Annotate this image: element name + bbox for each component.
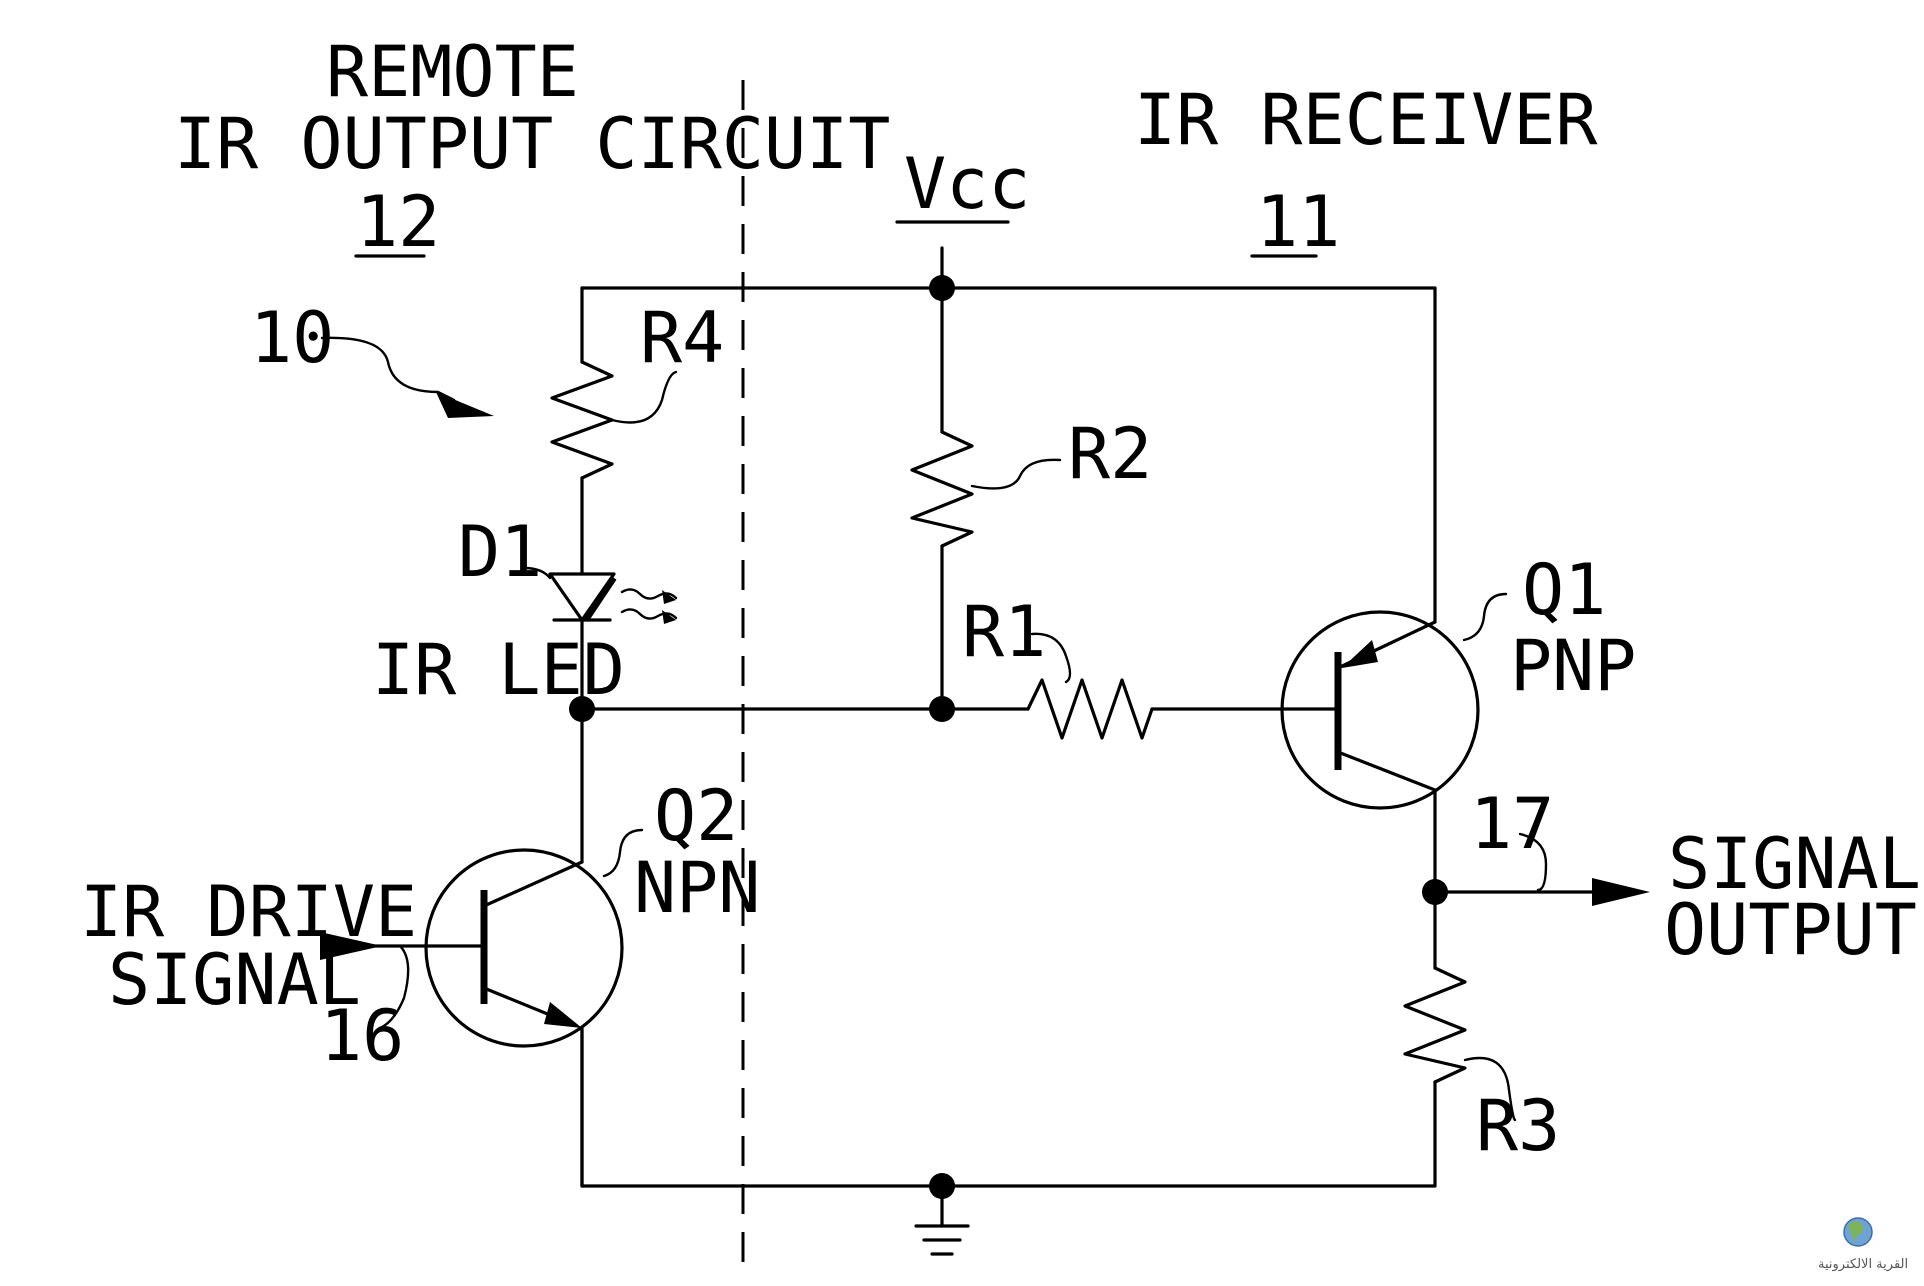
- ir-emission-arrowhead-2: [662, 610, 676, 624]
- vcc-label: Vcc: [904, 143, 1030, 225]
- r1-leader: [1030, 632, 1072, 684]
- r3-resistor: [1403, 966, 1467, 1084]
- q1-collector-lead: [1336, 750, 1437, 792]
- remote-ref-number: 12: [356, 181, 440, 263]
- ref-17-leader: [1518, 832, 1548, 892]
- signal-output-label-line1: SIGNAL: [1668, 823, 1921, 905]
- r1-resistor: [1026, 678, 1154, 740]
- q2-leader: [602, 828, 644, 878]
- ref-10-label: 10: [250, 297, 334, 379]
- ref-16-label: 16: [320, 995, 404, 1077]
- junction-dot-led: [569, 696, 595, 722]
- watermark-logo: القرية الالكترونية: [1818, 1217, 1908, 1272]
- q1-label: Q1: [1522, 549, 1606, 631]
- d1-label: D1: [458, 511, 542, 593]
- d1-leader: [522, 566, 552, 580]
- ir-drive-label-line1: IR DRIVE: [80, 871, 417, 953]
- receiver-ref-number: 11: [1256, 181, 1340, 263]
- r3-leader: [1463, 1056, 1517, 1122]
- q2-transistor-circle: [424, 848, 624, 1048]
- q1-emitter-arrowhead: [1342, 640, 1378, 668]
- q2-collector-lead: [482, 860, 584, 908]
- top-rail-wire: [580, 286, 1437, 624]
- r2-label: R2: [1068, 413, 1152, 495]
- watermark-text: القرية الالكترونية: [1818, 1257, 1908, 1272]
- r4-label: R4: [640, 297, 724, 379]
- junction-dot-r2: [929, 696, 955, 722]
- ir-emission-arrow-2: [620, 608, 678, 620]
- r1-label: R1: [962, 591, 1046, 673]
- ir-drive-label-line2: SIGNAL: [108, 939, 361, 1021]
- r2-leader: [970, 458, 1062, 490]
- signal-output-arrowhead: [1592, 878, 1650, 906]
- junction-dot-output: [1422, 879, 1448, 905]
- r4-leader: [610, 370, 678, 424]
- q1-transistor-circle: [1280, 610, 1480, 810]
- ir-emission-arrow-1: [620, 588, 678, 600]
- d1-diode-bar-thick: [583, 576, 617, 622]
- ir-emission-arrowhead-1: [662, 590, 676, 604]
- ground-rail-wire: [580, 1028, 1437, 1188]
- junction-dot-vcc: [929, 275, 955, 301]
- r4-resistor: [550, 360, 614, 480]
- remote-title-line2: IR OUTPUT CIRCUIT: [174, 103, 890, 185]
- signal-output-label-line2: OUTPUT: [1664, 889, 1917, 971]
- remote-title-line1: REMOTE: [326, 31, 579, 113]
- junction-dot-ground: [929, 1173, 955, 1199]
- ir-drive-arrowhead: [320, 932, 382, 960]
- q2-emitter-arrowhead: [544, 1002, 582, 1028]
- ref-16-leader: [378, 944, 410, 1030]
- ref-10-arrowhead: [436, 392, 494, 418]
- r2-resistor: [910, 430, 974, 548]
- ref-10-leader: [320, 336, 456, 402]
- ref-17-label: 17: [1470, 783, 1554, 865]
- q1-type-label: PNP: [1510, 625, 1636, 707]
- r3-label: R3: [1476, 1085, 1560, 1167]
- q2-type-label: NPN: [634, 847, 760, 929]
- q1-leader: [1462, 592, 1508, 642]
- receiver-title: IR RECEIVER: [1134, 79, 1598, 161]
- ir-led-label: IR LED: [372, 629, 625, 711]
- q2-label: Q2: [654, 775, 738, 857]
